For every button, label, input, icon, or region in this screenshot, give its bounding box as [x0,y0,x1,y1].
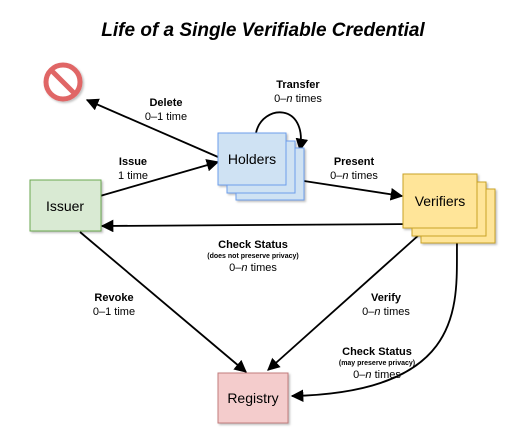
holders-node [217,132,305,201]
edge-revoke [79,231,247,373]
check-status-issuer-action-label: Check Status [218,239,288,251]
verifiers-label: Verifiers [415,193,466,209]
edge-check-status-issuer [100,219,417,233]
diagram-title: Life of a Single Verifiable Credential [101,20,425,41]
transfer-action-label: Transfer [276,79,320,91]
revoke-action-label: Revoke [94,292,133,304]
edge-verify [267,233,421,371]
issuer-node [29,179,102,232]
verify-action-label: Verify [371,292,402,304]
present-count-label: 0–n times [330,170,378,182]
registry-node [217,372,289,424]
edge-delete [85,98,219,158]
check-status-issuer-count-label: 0–n times [229,262,277,274]
holders-label: Holders [228,151,276,167]
transfer-count-label: 0–n times [274,93,322,105]
check-status-issuer-note: (does not preserve privacy) [207,253,298,260]
check-status-registry-count-label: 0–n times [353,369,401,381]
check-status-registry-note: (may preserve privacy) [339,360,415,367]
edge-issue [99,159,220,197]
verify-count-label: 0–n times [362,306,410,318]
revoke-count-label: 0–1 time [93,306,135,318]
issuer-label: Issuer [46,198,84,214]
edge-transfer-loop [255,111,309,152]
delete-count-label: 0–1 time [145,111,187,123]
edge-present [303,180,404,201]
check-status-registry-action-label: Check Status [342,346,412,358]
delete-action-label: Delete [149,97,182,109]
registry-label: Registry [227,390,278,406]
issue-action-label: Issue [119,156,147,168]
prohibited-icon [43,62,83,102]
present-action-label: Present [334,156,375,168]
verifiers-node [402,173,496,244]
issue-count-label: 1 time [118,170,148,182]
edge-check-status-registry [290,241,458,403]
